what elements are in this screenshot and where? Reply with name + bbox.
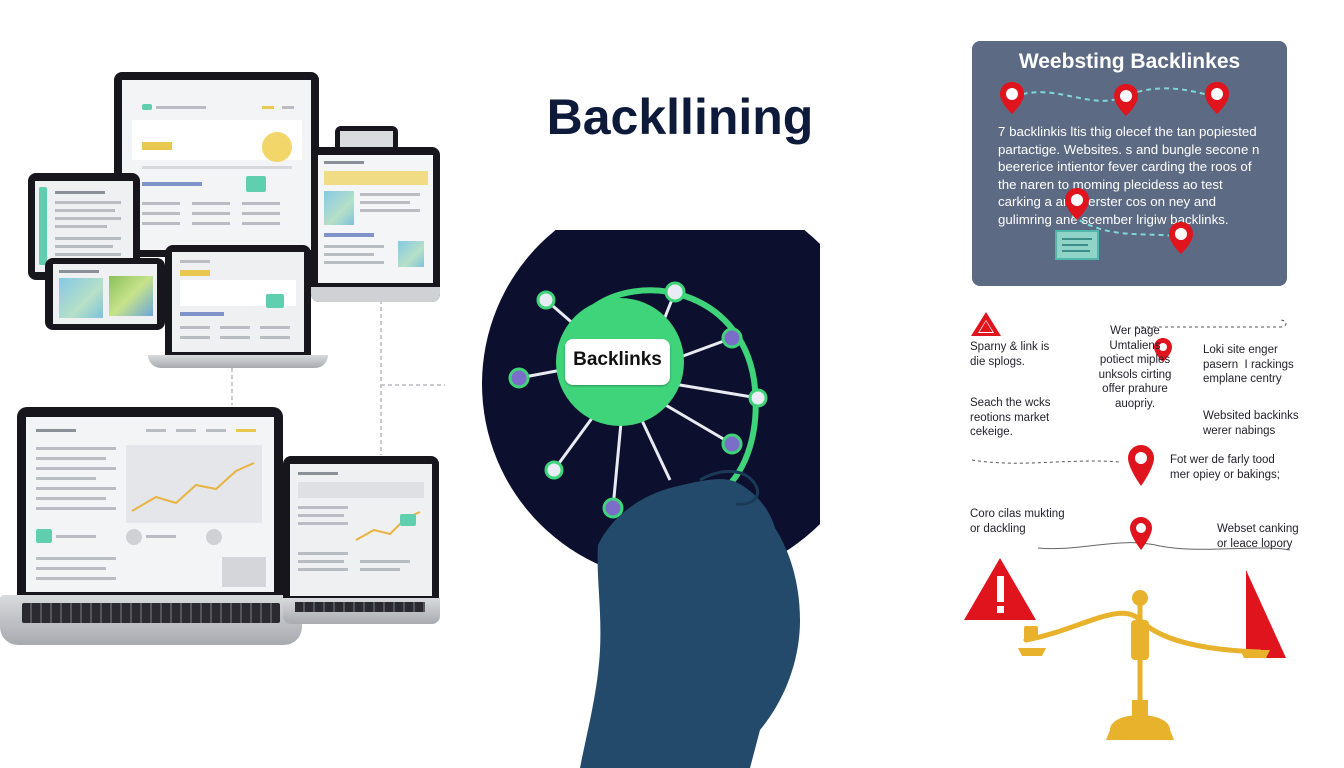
hub-label: Backlinks	[573, 349, 662, 370]
map-pin-icon	[1065, 188, 1089, 220]
map-pin-icon	[1169, 222, 1193, 254]
panel-text: 7 backlinkis ltis thig olecef the tan po…	[998, 123, 1268, 229]
panel-text-line: beererice intientor fever carding the ro…	[998, 159, 1252, 175]
laptop-large-base	[0, 595, 302, 645]
label-rankings-note: Fot wer de farly tood mer opiey or bakin…	[1170, 454, 1280, 481]
trend-line-graphic	[131, 462, 255, 512]
connector-lines	[231, 300, 445, 455]
laptop-small-base	[283, 598, 440, 624]
laptop-middle-device	[165, 245, 311, 355]
label-site-engagement: Loki site enger pasern I rackings emplan…	[1203, 344, 1294, 385]
label-web-ranking: Webset canking or leace lopory	[1217, 523, 1299, 550]
panel-text-line: partactige. Websites. s and bungle secon…	[998, 141, 1260, 157]
document-icon	[1055, 230, 1099, 260]
hand-shape	[580, 479, 800, 768]
infographic-graphics	[964, 312, 1291, 740]
hub-label-box: Backlinks	[565, 339, 670, 385]
label-spam-link: Sparny & link is die splogs.	[970, 341, 1050, 368]
panel-text-line: carking a ane verster cos on ney and	[998, 194, 1217, 210]
laptop-middle-base	[148, 355, 328, 368]
laptop-large-device	[17, 407, 283, 595]
label-website-backlinks: Websited backinks werer nabings	[1203, 410, 1299, 437]
monitor-device	[114, 72, 319, 257]
label-search-reactions: Seach the wcks reotions market cekeige.	[970, 397, 1051, 438]
map-pin-icon	[1114, 84, 1138, 116]
panel-text-line: 7 backlinkis ltis thig olecef the tan po…	[998, 124, 1257, 139]
panel-text-line: the naren to moming plecidess ao test	[998, 176, 1223, 192]
main-title: Backllining	[546, 89, 814, 145]
panel-text-line: gulimring ane scember lrigiw backlinks.	[998, 211, 1229, 227]
info-panel: Weebsting Backlinkes 7 backlinkis ltis t…	[972, 41, 1287, 286]
laptop-small-device	[283, 456, 439, 598]
label-web-page: Wer page Umtaliens potiect miples unksol…	[1098, 325, 1172, 410]
label-backlinking-cost: Coro cilas mukting or dackling	[970, 508, 1065, 535]
panel-title: Weebsting Backlinkes	[1018, 50, 1241, 73]
map-pin-icon	[1000, 82, 1024, 114]
tablet-right-device	[311, 147, 440, 302]
tablet-photo-device	[45, 258, 165, 330]
backlink-network-graphic	[482, 230, 820, 768]
map-pin-icon	[1205, 82, 1229, 114]
